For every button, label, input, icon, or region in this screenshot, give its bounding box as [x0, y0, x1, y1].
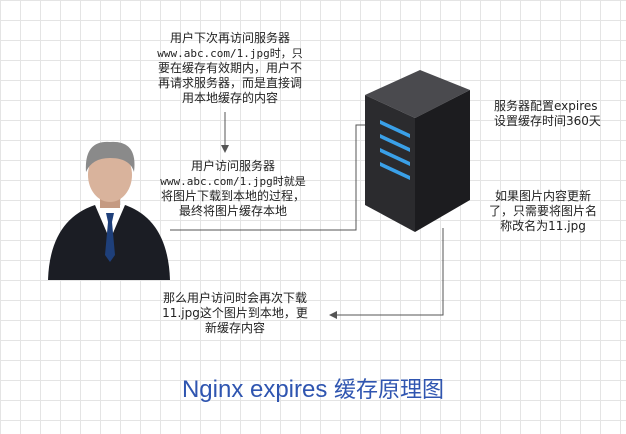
- server-tower-icon: [365, 70, 470, 232]
- note-line: 11.jpg这个图片到本地，更: [162, 306, 308, 320]
- note-line: 设置缓存时间360天: [494, 114, 601, 128]
- businessman-avatar-icon: [48, 141, 170, 280]
- diagram-title: Nginx expires 缓存原理图: [0, 372, 626, 404]
- revisit-note: 用户下次再访问服务器 www.abc.com/1.jpg时，只 要在缓存有效期内…: [140, 31, 320, 106]
- note-line: 了，只需要将图片名: [488, 204, 597, 218]
- note-line: 新缓存内容: [204, 321, 265, 335]
- note-line: 那么用户访问时会再次下载: [162, 291, 307, 305]
- note-line: 要在缓存有效期内，用户不: [157, 61, 302, 75]
- title-cjk: 缓存原理图: [334, 378, 445, 403]
- note-line: www.abc.com/1.jpg时，只: [157, 47, 303, 60]
- note-line: www.abc.com/1.jpg时就是: [160, 175, 306, 188]
- rename-note: 如果图片内容更新 了，只需要将图片名 称改名为11.jpg: [468, 189, 618, 234]
- first-visit-note: 用户访问服务器 www.abc.com/1.jpg时就是 将图片下载到本地的过程…: [143, 159, 323, 219]
- note-line: 如果图片内容更新: [494, 189, 591, 203]
- title-latin: Nginx expires: [181, 376, 328, 403]
- server-config-note: 服务器配置expires 设置缓存时间360天: [494, 99, 601, 129]
- note-line: 服务器配置expires: [494, 99, 598, 113]
- note-line: 将图片下载到本地的过程，: [160, 189, 305, 203]
- note-line: 用户下次再访问服务器: [169, 31, 290, 45]
- note-line: 用户访问服务器: [190, 159, 275, 173]
- note-line: 用本地缓存的内容: [181, 91, 278, 105]
- arrow-server-to-user: [329, 228, 444, 319]
- note-line: 最终将图片缓存本地: [178, 204, 287, 218]
- note-line: 称改名为11.jpg: [500, 219, 586, 233]
- note-line: 再请求服务器，而是直接调: [157, 76, 302, 90]
- redownload-note: 那么用户访问时会再次下载 11.jpg这个图片到本地，更 新缓存内容: [140, 291, 330, 336]
